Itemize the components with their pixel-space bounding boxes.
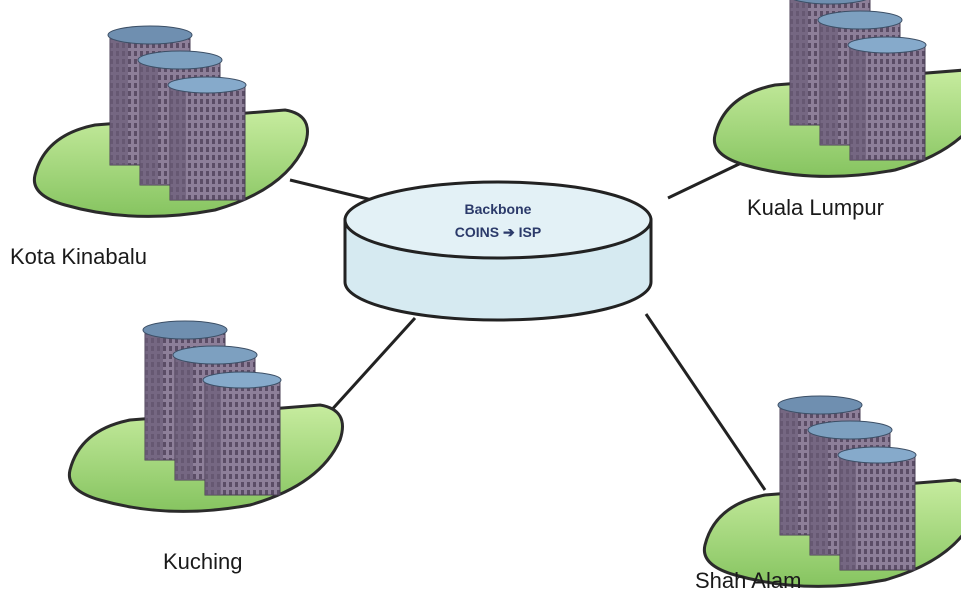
- link-kuching: [316, 316, 417, 427]
- backbone-subtitle: COINS ➔ ISP: [454, 224, 542, 240]
- building-cluster-icon: [702, 394, 961, 588]
- site-label-kuala-lumpur: Kuala Lumpur: [747, 195, 884, 220]
- link-shah-alam: [644, 313, 767, 491]
- building-cluster-icon: [67, 319, 344, 513]
- site-label-kuching: Kuching: [163, 549, 243, 574]
- site-label-shah-alam: Shah Alam: [695, 568, 802, 593]
- building-cluster-icon: [32, 24, 309, 218]
- backbone-cylinder-icon: [343, 180, 653, 322]
- site-label-kota-kinabalu: Kota Kinabalu: [10, 244, 147, 269]
- backbone-title: Backbone: [464, 201, 532, 217]
- building-cluster-icon: [712, 0, 961, 178]
- link-kota-kinabalu: [289, 178, 373, 202]
